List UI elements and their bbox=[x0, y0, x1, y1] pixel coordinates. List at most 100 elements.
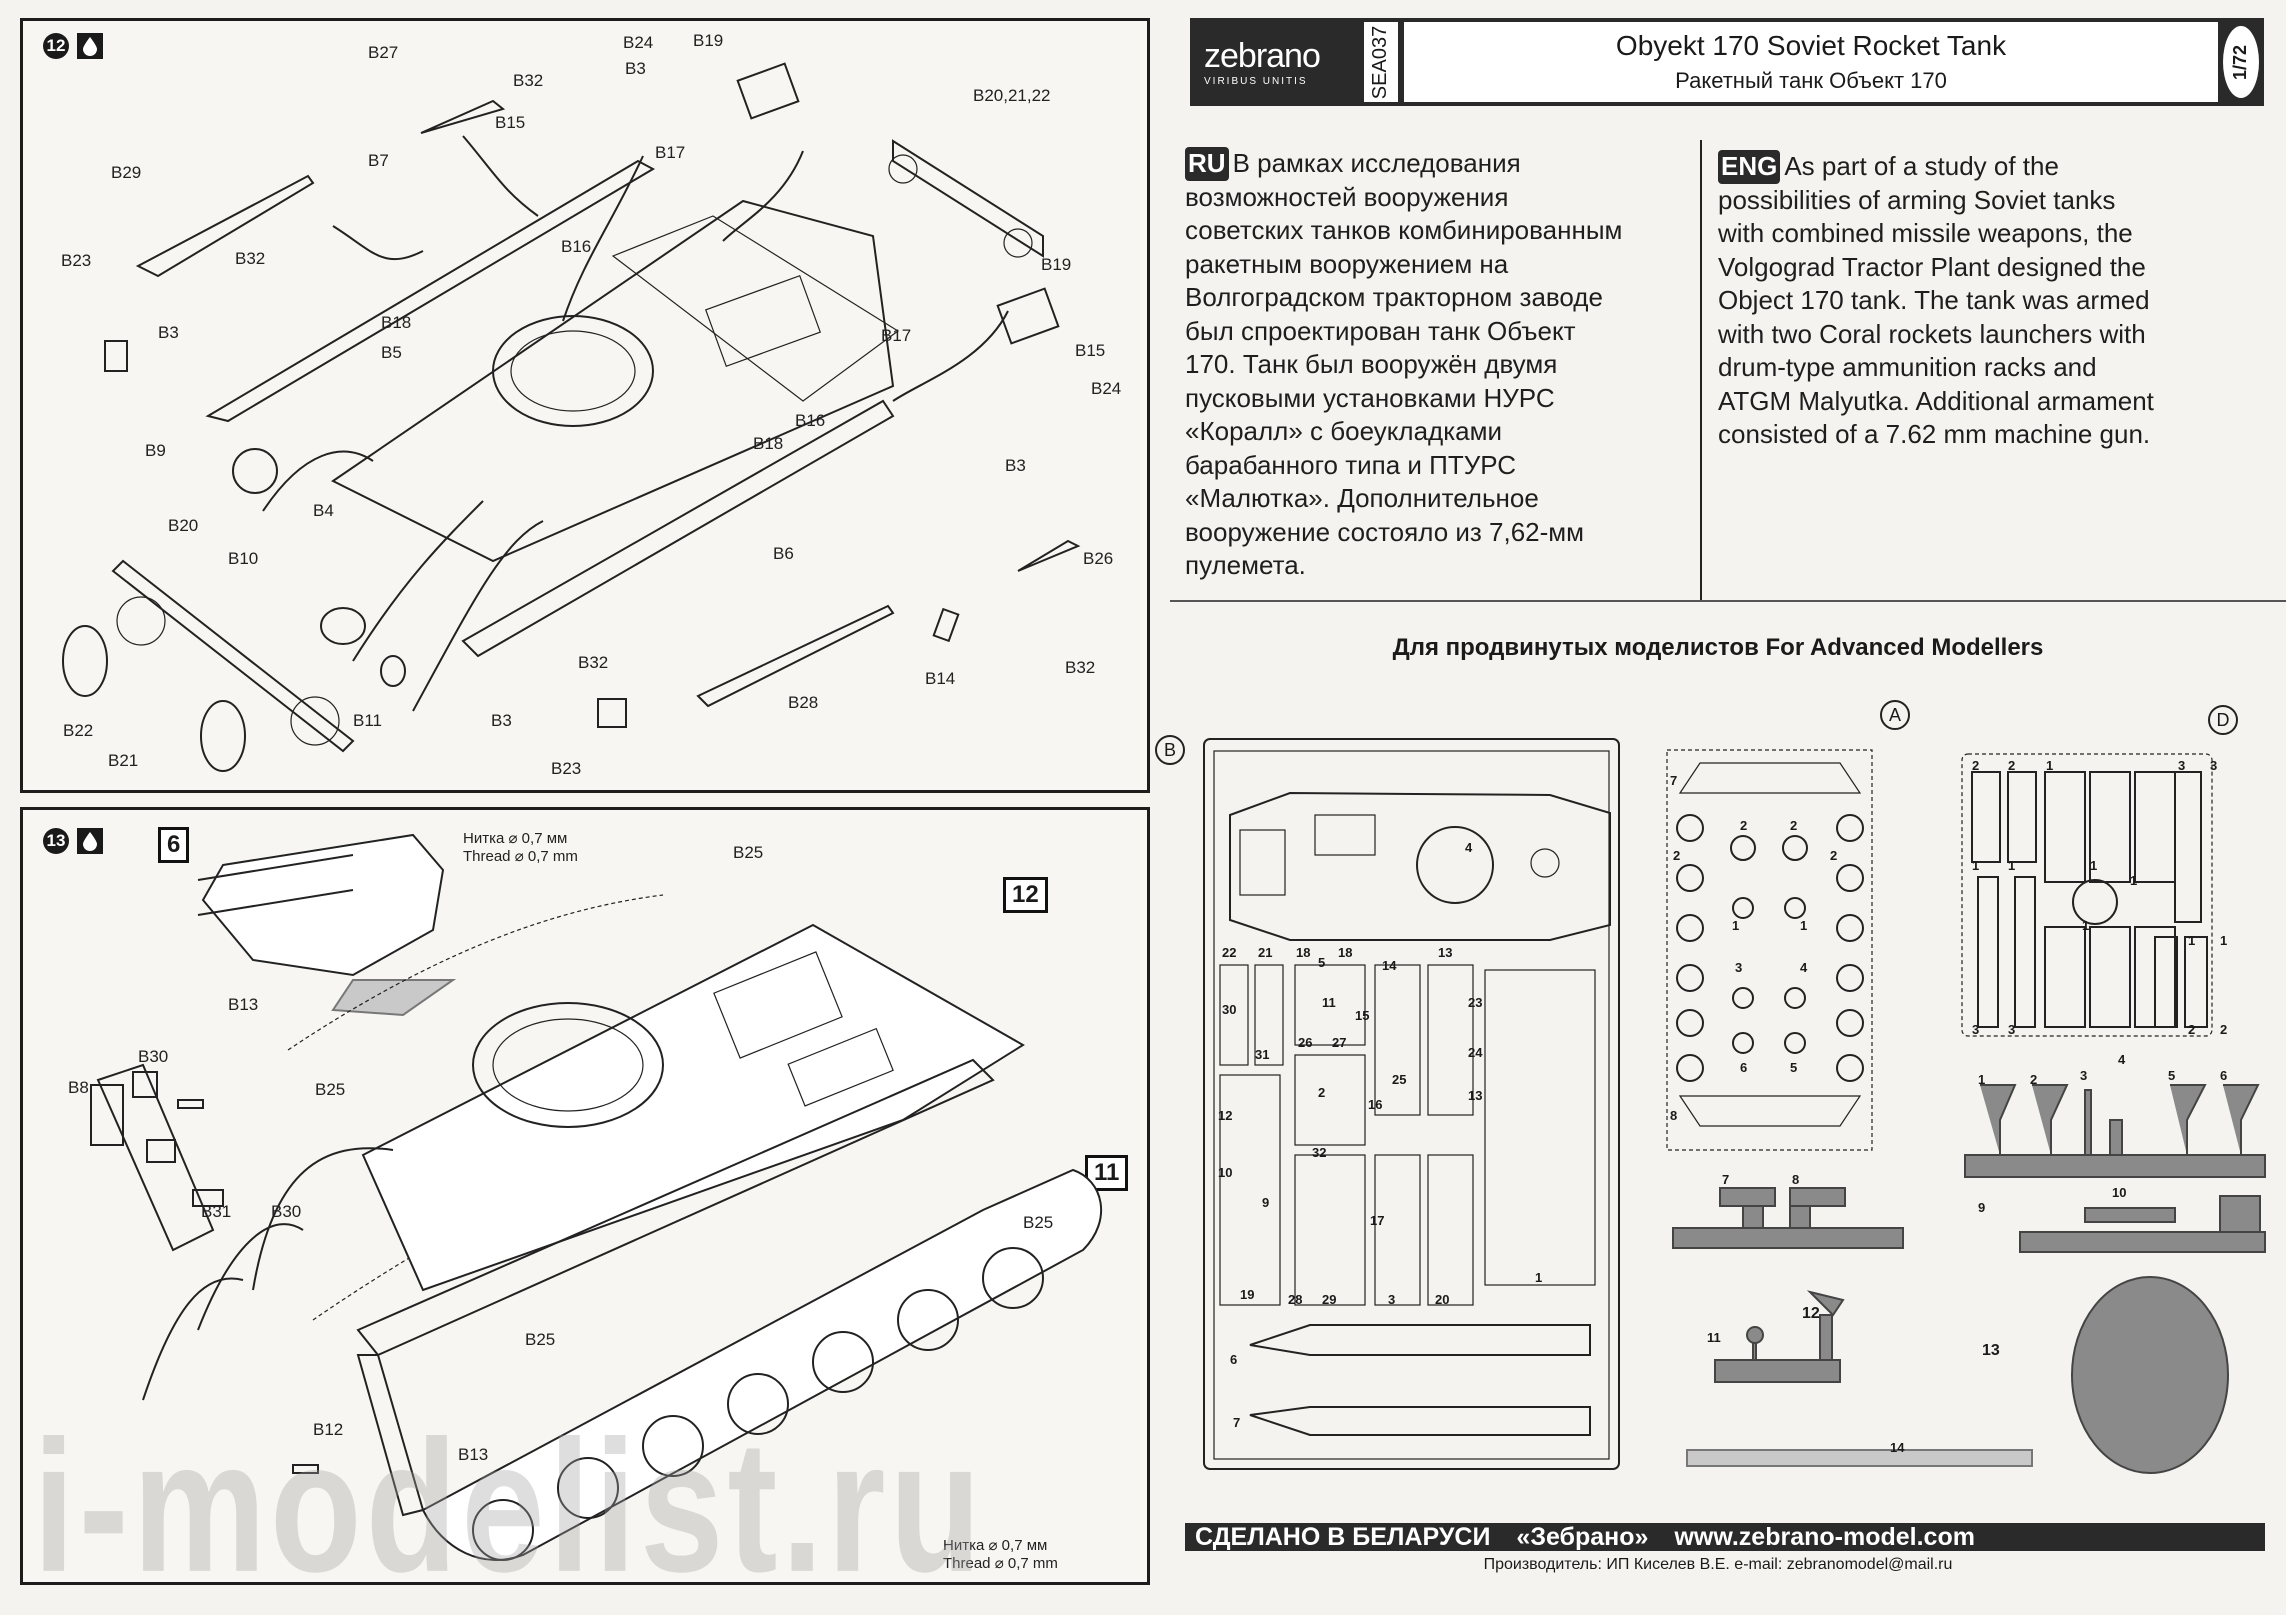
callout-b28: B28 bbox=[788, 693, 819, 712]
callout-b26: B26 bbox=[1083, 549, 1114, 568]
sprue-b-part-31: 31 bbox=[1255, 1047, 1270, 1062]
callout-b3: B3 bbox=[625, 59, 646, 78]
en-line: Volgograd Tractor Plant designed the bbox=[1718, 251, 2146, 282]
box-b31 bbox=[146, 1139, 176, 1163]
callout-b17: B17 bbox=[881, 326, 912, 345]
watermark: i-modelist.ru bbox=[33, 1400, 986, 1611]
fender-b29 bbox=[135, 174, 315, 278]
en-line: with combined missile weapons, the bbox=[1718, 218, 2133, 248]
en-line: possibilities of arming Soviet tanks bbox=[1718, 184, 2116, 215]
sprue-d-part-3b: 3 bbox=[2210, 758, 2218, 773]
sprue-b-part-30: 30 bbox=[1222, 1002, 1237, 1017]
callout-b25: B25 bbox=[1023, 1213, 1054, 1232]
section-divider bbox=[1170, 600, 2286, 602]
ru-line: ракетным вооружением на bbox=[1185, 248, 1509, 279]
thread-note-ru: Нитка ⌀ 0,7 мм bbox=[463, 830, 568, 847]
en-line: with two Coral rockets launchers with bbox=[1718, 318, 2146, 349]
side-armor-b12 bbox=[96, 1063, 215, 1252]
resin-part-12: 12 bbox=[1802, 1305, 1820, 1322]
sprue-b-diagram bbox=[1203, 738, 1620, 1470]
resin-part-4: 4 bbox=[2118, 1052, 2126, 1067]
light-b11 bbox=[380, 655, 406, 687]
callout-b25: B25 bbox=[315, 1080, 346, 1099]
resin-part-2: 2 bbox=[2030, 1072, 2038, 1087]
sprue-d-part-1c: 1 bbox=[2008, 858, 2016, 873]
sprue-b-part-11: 11 bbox=[1322, 995, 1336, 1010]
sprue-d-part-2: 2 bbox=[1972, 758, 1980, 773]
ru-line: был спроектирован танк Объект bbox=[1185, 315, 1576, 346]
lower-hull bbox=[356, 1058, 995, 1357]
ru-line: возможностей вооружения bbox=[1185, 181, 1509, 212]
callout-b18: B18 bbox=[753, 434, 784, 453]
sprue-b-part-32: 32 bbox=[1312, 1145, 1327, 1160]
resin-part-7: 7 bbox=[1722, 1172, 1730, 1187]
callout-b10: B10 bbox=[228, 549, 259, 568]
resin-part-3: 3 bbox=[2080, 1068, 2088, 1083]
resin-part-11: 11 bbox=[1707, 1330, 1721, 1345]
sprue-a-part-3: 3 bbox=[1735, 960, 1743, 975]
sprue-d-part-1g: 1 bbox=[2188, 933, 2196, 948]
turret-6 bbox=[201, 833, 445, 977]
sprue-b-part-22: 22 bbox=[1222, 945, 1237, 960]
resin-part-10: 10 bbox=[2112, 1185, 2127, 1200]
side-plate-b6 bbox=[461, 399, 895, 658]
rear-plate-b20 bbox=[111, 559, 355, 753]
resin-part-8: 8 bbox=[1792, 1172, 1800, 1187]
callout-b14: B14 bbox=[925, 669, 956, 688]
callout-b23: B23 bbox=[551, 759, 582, 778]
sprue-a-part-6: 6 bbox=[1740, 1060, 1748, 1075]
sprue-b-part-26: 26 bbox=[1298, 1035, 1313, 1050]
ref-step-11: 11 bbox=[1085, 1155, 1129, 1191]
sprue-b-part-23: 23 bbox=[1468, 995, 1483, 1010]
sprue-b-part-24: 24 bbox=[1468, 1045, 1483, 1060]
sprue-b-part-14: 14 bbox=[1382, 958, 1397, 973]
thread-note-bottom: Нитка ⌀ 0,7 мм Thread ⌀ 0,7 mm bbox=[943, 1537, 1058, 1573]
callout-b24: B24 bbox=[623, 33, 654, 52]
thread-note-en: Thread ⌀ 0,7 mm bbox=[463, 848, 578, 865]
scale-text: 1/72 bbox=[2230, 44, 2251, 80]
sprue-a-part-2: 2 bbox=[1673, 848, 1681, 863]
website-link[interactable]: www.zebrano-model.com bbox=[1674, 1522, 1975, 1551]
callout-b18: B18 bbox=[381, 313, 412, 332]
callout-b23: B23 bbox=[61, 251, 92, 270]
footer-banner: СДЕЛАНО В БЕЛАРУСИ «Зебрано» www.zebrano… bbox=[1185, 1523, 2265, 1551]
sprue-b-part-7: 7 bbox=[1233, 1415, 1241, 1430]
ru-line: «Коралл» с боеукладками bbox=[1185, 416, 1503, 446]
callout-b16: B16 bbox=[795, 411, 826, 430]
sprue-a-diagram bbox=[1666, 749, 1873, 1151]
brand-name: zebrano bbox=[1204, 37, 1321, 75]
turret-ring bbox=[492, 315, 654, 427]
kit-code: SEA037 bbox=[1364, 22, 1398, 102]
brand-logo: zebrano VIRIBUS UNITIS bbox=[1190, 18, 1354, 106]
callout-b7: B7 bbox=[368, 151, 389, 170]
sprue-b-part-17: 17 bbox=[1370, 1213, 1385, 1228]
ru-line: Волгоградском тракторном заводе bbox=[1185, 282, 1603, 312]
callout-b6: B6 bbox=[773, 544, 794, 563]
box-b8 bbox=[90, 1084, 124, 1146]
sprue-a-part-2c: 2 bbox=[1790, 818, 1798, 833]
hull-top bbox=[361, 923, 1025, 1292]
box-b19b bbox=[996, 287, 1060, 345]
glue-drop-icon bbox=[77, 33, 103, 59]
callout-b21: B21 bbox=[108, 751, 139, 770]
step-12-drawing bbox=[62, 62, 1081, 772]
sprue-b-part-5: 5 bbox=[1318, 955, 1326, 970]
fender-b28 bbox=[696, 604, 895, 708]
sprue-b-part-3: 3 bbox=[1388, 1292, 1396, 1307]
en-line: ATGM Malyutka. Additional armament bbox=[1718, 385, 2154, 416]
resin-part-6: 6 bbox=[2220, 1068, 2228, 1083]
hull-plate-b4 bbox=[331, 199, 895, 563]
sprue-a-part-2b: 2 bbox=[1740, 818, 1748, 833]
manufacturer-info: Производитель: ИП Киселев В.Е. e-mail: z… bbox=[1483, 1556, 1953, 1573]
b13b bbox=[292, 1464, 319, 1474]
sprue-b-part-18b: 18 bbox=[1338, 945, 1353, 960]
callout-b30: B30 bbox=[138, 1047, 169, 1066]
sprue-b-part-13: 13 bbox=[1438, 945, 1453, 960]
ru-line: В рамках исследования bbox=[1232, 148, 1521, 178]
rear-panel-b20-22 bbox=[892, 139, 1044, 258]
callout-b19: B19 bbox=[693, 31, 724, 50]
callout-b19: B19 bbox=[1041, 255, 1072, 274]
ru-line: советских танков комбинированным bbox=[1185, 215, 1623, 245]
